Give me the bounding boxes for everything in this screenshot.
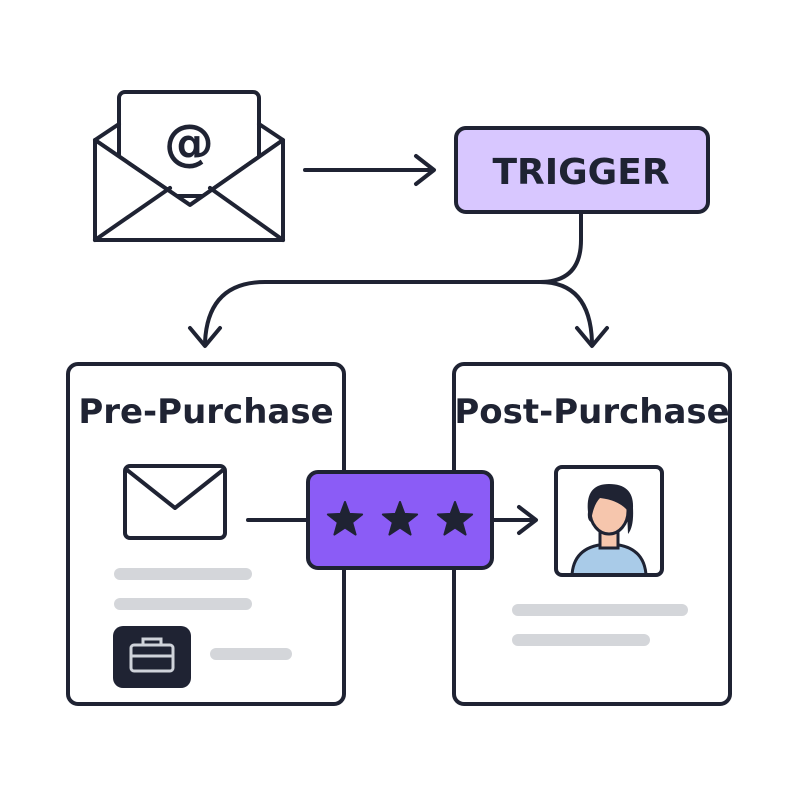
- arrow-email-to-trigger: [303, 154, 436, 186]
- rating-stars: [326, 501, 474, 536]
- envelope-icon: [123, 464, 227, 540]
- placeholder-line: [114, 568, 252, 580]
- placeholder-line: [512, 634, 650, 646]
- branch-connector: [188, 210, 609, 348]
- briefcase-icon: [113, 626, 191, 688]
- user-avatar-icon: [554, 465, 664, 577]
- placeholder-line: [512, 604, 688, 616]
- rating-badge: [306, 470, 494, 570]
- star-icon: [326, 501, 364, 536]
- star-icon: [381, 501, 419, 536]
- arrow-pre-to-post: [246, 505, 538, 535]
- star-icon: [436, 501, 474, 536]
- trigger-label: TRIGGER: [492, 152, 669, 193]
- placeholder-line: [114, 598, 252, 610]
- email-open-envelope-icon: @: [93, 90, 285, 242]
- post-purchase-card: Post-Purchase: [452, 362, 732, 706]
- placeholder-line: [210, 648, 292, 660]
- email-at-glyph: @: [164, 114, 214, 172]
- trigger-node: TRIGGER: [454, 126, 710, 214]
- pre-purchase-title: Pre-Purchase: [78, 392, 333, 432]
- post-purchase-title: Post-Purchase: [454, 392, 729, 432]
- pre-purchase-card: Pre-Purchase: [66, 362, 346, 706]
